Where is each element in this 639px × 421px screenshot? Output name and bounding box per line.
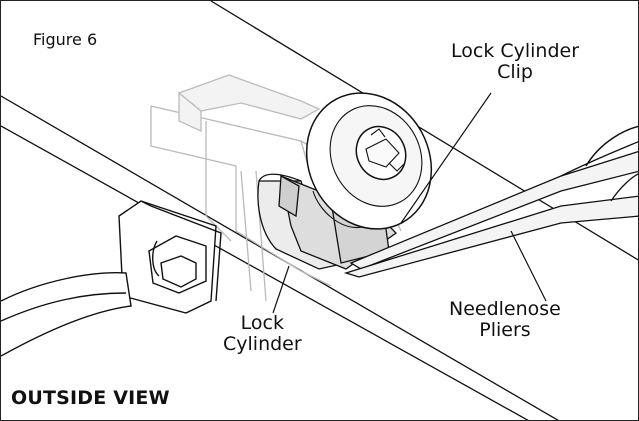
ghosted-clip-arm bbox=[177, 74, 321, 133]
lock-cylinder-label-line1: Lock bbox=[240, 312, 284, 334]
callout-leaders bbox=[272, 92, 547, 314]
figure-number-label: Figure 6 bbox=[33, 30, 98, 49]
lock-cylinder-clip-label-line2: Clip bbox=[497, 61, 533, 84]
needlenose-pliers-label: Needlenose Pliers bbox=[449, 298, 561, 342]
lock-cylinder-face bbox=[305, 92, 433, 230]
needlenose-pliers bbox=[343, 125, 638, 278]
lock-cylinder-clip-label: Lock Cylinder Clip bbox=[451, 40, 580, 84]
outside-handle bbox=[1, 272, 132, 357]
lock-cylinder-label-line2: Cylinder bbox=[223, 333, 302, 356]
view-label: OUTSIDE VIEW bbox=[11, 387, 170, 409]
lock-cylinder-label: Lock Cylinder bbox=[223, 312, 302, 356]
lock-cylinder-clip-label-line1: Lock Cylinder bbox=[451, 40, 580, 62]
handle-mount bbox=[118, 200, 222, 314]
leader-lock-cylinder bbox=[272, 265, 290, 314]
leader-lock-cylinder-clip bbox=[400, 92, 492, 224]
leader-needlenose-pliers bbox=[510, 230, 547, 302]
needlenose-pliers-label-line2: Pliers bbox=[479, 319, 531, 342]
needlenose-pliers-label-line1: Needlenose bbox=[449, 298, 561, 320]
